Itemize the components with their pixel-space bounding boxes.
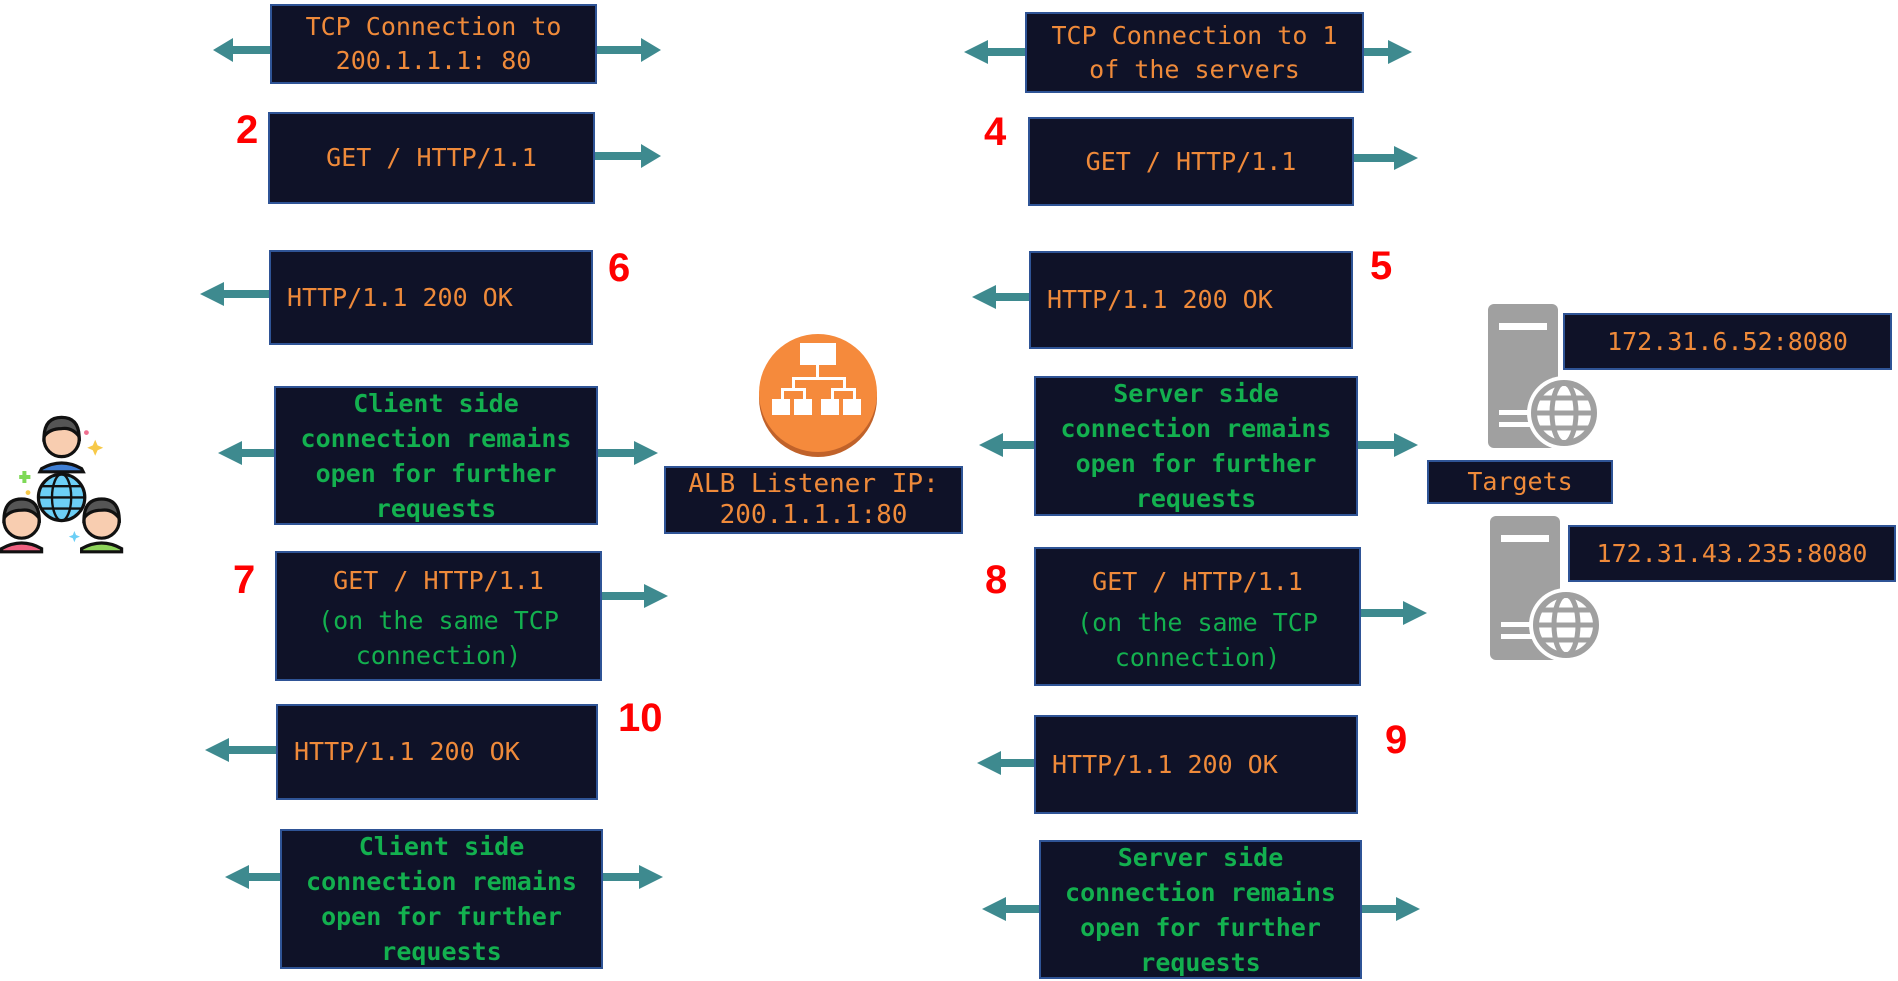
server-keepalive2-line4: requests	[1140, 947, 1261, 977]
web-server-icon	[1488, 304, 1601, 450]
alb-listener-line2: 200.1.1.1:80	[719, 500, 908, 530]
server-keepalive2-line1: Server side	[1117, 842, 1284, 872]
load-balancer-icon	[757, 333, 879, 457]
arrow-right	[1358, 433, 1418, 457]
client-keepalive-line1: Client side	[353, 388, 519, 418]
arrow-right	[1364, 40, 1412, 64]
step-number-6: 6	[608, 246, 631, 290]
arrow-left	[979, 433, 1035, 457]
targets-label-box: Targets	[1427, 460, 1613, 504]
arrow-right	[603, 865, 663, 889]
arrow-left	[225, 865, 281, 889]
step-number-9: 9	[1385, 718, 1408, 762]
arrow-right	[1354, 146, 1418, 170]
client-second-request-box: GET / HTTP/1.1 (on the same TCP connecti…	[275, 551, 602, 681]
arrow-left	[982, 897, 1040, 921]
server-get-request-box: GET / HTTP/1.1	[1028, 117, 1354, 206]
client-keepalive-box-2: Client side connection remains open for …	[280, 829, 603, 969]
web-server-icon	[1490, 516, 1603, 662]
client-keepalive2-line3: open for further	[321, 902, 562, 931]
step-number-2: 2	[236, 108, 259, 152]
server-get-text: GET / HTTP/1.1	[1085, 146, 1297, 176]
arrow-left	[977, 751, 1035, 775]
server-keepalive-line1: Server side	[1113, 379, 1279, 408]
arrow-right	[597, 38, 661, 62]
client-keepalive-line3: open for further	[315, 458, 557, 488]
alb-listener-box: ALB Listener IP: 200.1.1.1:80	[664, 466, 963, 534]
client-second-response-text: HTTP/1.1 200 OK	[294, 737, 520, 766]
client-tcp-line2: 200.1.1.1: 80	[335, 46, 532, 75]
client-keepalive2-line4: requests	[381, 937, 502, 966]
arrow-right	[1362, 897, 1420, 921]
arrow-left	[964, 40, 1026, 64]
client-keepalive-line2: connection remains	[300, 423, 572, 453]
arrow-left	[972, 285, 1030, 309]
client-keepalive-box: Client side connection remains open for …	[274, 386, 598, 525]
users-globe-icon	[0, 395, 160, 555]
target-ip-1: 172.31.6.52:8080	[1607, 326, 1848, 356]
server-tcp-connection-box: TCP Connection to 1 of the servers	[1025, 12, 1364, 93]
server-keepalive-line4: requests	[1135, 484, 1257, 513]
arrow-right	[1361, 601, 1427, 625]
server-second-request-line1: GET / HTTP/1.1	[1092, 566, 1303, 596]
arrow-right	[595, 144, 661, 168]
client-response-text: HTTP/1.1 200 OK	[287, 282, 513, 312]
target-ip-2: 172.31.43.235:8080	[1596, 538, 1868, 568]
client-keepalive2-line2: connection remains	[306, 867, 577, 896]
arrow-right	[598, 441, 658, 465]
server-response-box: HTTP/1.1 200 OK	[1029, 251, 1353, 349]
step-number-5: 5	[1370, 244, 1393, 288]
server-tcp-line2: of the servers	[1089, 54, 1300, 84]
server-second-request-line2: (on the same TCP	[1077, 607, 1318, 637]
client-get-request-box: GET / HTTP/1.1	[268, 112, 595, 204]
server-keepalive-line2: connection remains	[1060, 414, 1332, 443]
client-keepalive2-line1: Client side	[358, 832, 525, 861]
client-keepalive-line4: requests	[375, 493, 497, 523]
server-tcp-line1: TCP Connection to 1	[1051, 20, 1338, 50]
step-number-7: 7	[233, 558, 256, 602]
step-number-8: 8	[985, 558, 1008, 602]
arrow-left	[205, 738, 277, 762]
server-keepalive2-line2: connection remains	[1065, 877, 1336, 907]
client-second-request-line3: connection)	[355, 641, 522, 670]
target-ip-box-2: 172.31.43.235:8080	[1568, 525, 1896, 582]
server-second-request-box: GET / HTTP/1.1 (on the same TCP connecti…	[1034, 547, 1361, 686]
server-second-response-box: HTTP/1.1 200 OK	[1034, 715, 1358, 814]
server-keepalive2-line3: open for further	[1080, 912, 1321, 942]
client-second-request-line1: GET / HTTP/1.1	[333, 566, 544, 595]
arrow-right	[602, 584, 668, 608]
client-second-request-line2: (on the same TCP	[318, 606, 559, 635]
step-number-10: 10	[618, 696, 663, 740]
server-keepalive-line3: open for further	[1075, 449, 1317, 478]
arrow-left	[213, 38, 273, 62]
step-number-4: 4	[984, 110, 1007, 154]
client-response-box: HTTP/1.1 200 OK	[269, 250, 593, 345]
target-ip-box-1: 172.31.6.52:8080	[1563, 313, 1892, 370]
client-tcp-connection-box: TCP Connection to 200.1.1.1: 80	[270, 4, 597, 84]
server-response-text: HTTP/1.1 200 OK	[1047, 285, 1273, 314]
server-keepalive-box: Server side connection remains open for …	[1034, 376, 1358, 516]
server-keepalive-box-2: Server side connection remains open for …	[1039, 840, 1362, 979]
client-get-text: GET / HTTP/1.1	[326, 143, 537, 172]
client-tcp-line1: TCP Connection to	[305, 12, 562, 41]
client-second-response-box: HTTP/1.1 200 OK	[276, 704, 598, 800]
server-second-request-line3: connection)	[1114, 642, 1281, 672]
alb-listener-line1: ALB Listener IP:	[688, 469, 939, 499]
arrow-left	[200, 282, 270, 306]
targets-label: Targets	[1467, 467, 1573, 496]
server-second-response-text: HTTP/1.1 200 OK	[1052, 749, 1278, 779]
arrow-left	[218, 441, 276, 465]
